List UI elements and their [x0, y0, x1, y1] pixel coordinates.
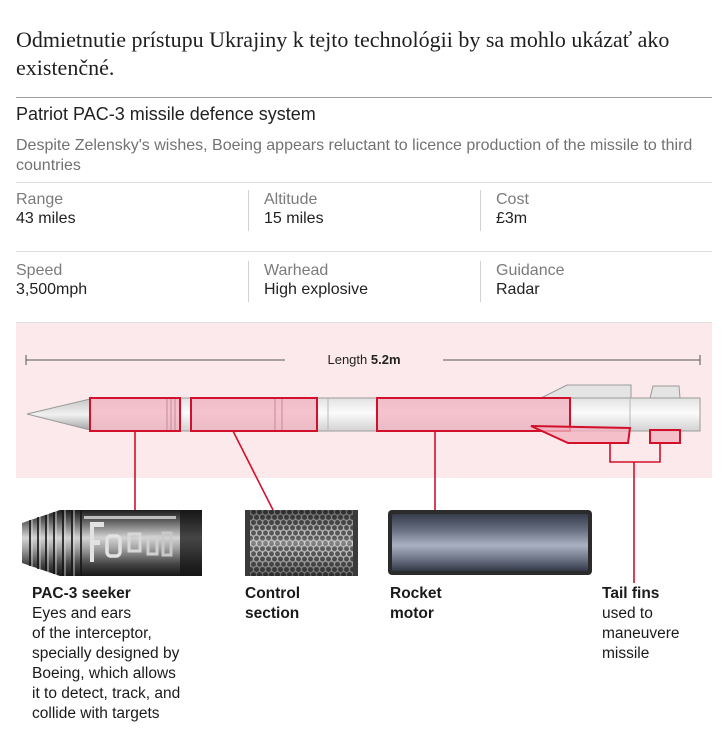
stat-label: Warhead: [264, 262, 329, 279]
tail-fin-highlight: [530, 425, 632, 444]
missile-nose-cone: [26, 398, 91, 431]
control-section-image-shading: [245, 510, 358, 576]
component-description-line: used to: [602, 605, 653, 622]
stat-value: Radar: [496, 281, 540, 298]
seeker-image-panel-shape: [105, 534, 122, 558]
component-caption-rocket-motor: Rocket motor: [390, 584, 442, 624]
seeker-image-taper: [22, 510, 60, 576]
stat-cost: Cost £3m: [496, 190, 711, 228]
component-title: Control: [245, 585, 301, 602]
control-section-image-edge: [245, 510, 250, 576]
stat-value: 15 miles: [264, 210, 324, 227]
seeker-image-panel-shape: [146, 535, 159, 556]
stat-divider: [248, 190, 249, 231]
article-lead-text: Odmietnutie prístupu Ukrajiny k tejto te…: [16, 27, 670, 80]
divider-stats-middle: [16, 251, 712, 252]
stat-divider: [480, 261, 481, 302]
divider-stats-bottom: [16, 322, 712, 323]
component-description-line: missile: [602, 645, 650, 662]
component-description-line: Boeing, which allows: [32, 665, 176, 682]
component-description-line: maneuvere: [602, 625, 680, 642]
seeker-image: [22, 510, 202, 576]
seeker-image-panel-shape: [90, 540, 100, 545]
rocket-motor-image-body: [392, 514, 588, 571]
component-description-line: of the interceptor,: [32, 625, 152, 642]
seeker-image-end-cap: [180, 510, 202, 576]
stat-label: Cost: [496, 191, 529, 208]
component-caption-control-section: Control section: [245, 584, 300, 624]
stat-value: 43 miles: [16, 210, 76, 227]
stat-altitude: Altitude 15 miles: [264, 190, 479, 228]
stat-speed: Speed 3,500mph: [16, 261, 231, 299]
control-section-image-edge: [353, 510, 358, 576]
stat-label: Guidance: [496, 262, 565, 279]
component-description-line: collide with targets: [32, 705, 160, 722]
seeker-image-body: [60, 510, 202, 576]
graphic-subtitle: Despite Zelensky's wishes, Boeing appear…: [16, 137, 693, 174]
seeker-image-panel-shape: [127, 532, 142, 553]
component-title: Rocket: [390, 585, 442, 602]
rocket-motor-image: [388, 510, 592, 575]
divider-top: [16, 97, 712, 98]
stat-divider: [248, 261, 249, 302]
tail-fin-small-highlight: [649, 429, 681, 444]
seeker-image-panel-shape: [161, 531, 173, 557]
stat-guidance: Guidance Radar: [496, 261, 711, 299]
component-caption-seeker: PAC-3 seeker Eyes and ears of the interc…: [32, 584, 180, 724]
seeker-image-panel-shape: [90, 522, 104, 527]
stat-label: Range: [16, 191, 64, 208]
length-value: 5.2m: [370, 352, 401, 367]
stat-range: Range 43 miles: [16, 190, 231, 228]
length-label-text: Length: [327, 352, 368, 367]
stat-label: Altitude: [264, 191, 318, 208]
stat-value: 3,500mph: [16, 281, 88, 298]
component-title: Tail fins: [602, 585, 660, 602]
leader-bracket-tail-fins: [609, 443, 661, 463]
component-description-line: specially designed by: [32, 645, 180, 662]
stat-value: High explosive: [264, 281, 369, 298]
component-description-line: it to detect, track, and: [32, 685, 181, 702]
control-section-image: [245, 510, 358, 576]
leader-line-control-section: [232, 430, 274, 511]
stat-value: £3m: [496, 210, 528, 227]
missile-top-fin-small: [649, 385, 681, 399]
stat-warhead: Warhead High explosive: [264, 261, 479, 299]
length-label: Length 5.2m: [327, 351, 400, 369]
graphic-title: Patriot PAC-3 missile defence system: [16, 104, 316, 124]
component-description-line: Eyes and ears: [32, 605, 132, 622]
component-title: section: [245, 605, 300, 622]
stat-label: Speed: [16, 262, 63, 279]
stat-divider: [480, 190, 481, 231]
seeker-highlight: [89, 397, 181, 432]
missile-top-fin: [540, 384, 632, 399]
component-caption-tail-fins: Tail fins used to maneuvere missile: [602, 584, 680, 664]
divider-stats-top: [16, 182, 712, 183]
component-title: motor: [390, 605, 434, 622]
component-title: PAC-3 seeker: [32, 585, 131, 602]
control-section-highlight: [190, 397, 318, 432]
seeker-image-panel-band: [84, 516, 176, 519]
